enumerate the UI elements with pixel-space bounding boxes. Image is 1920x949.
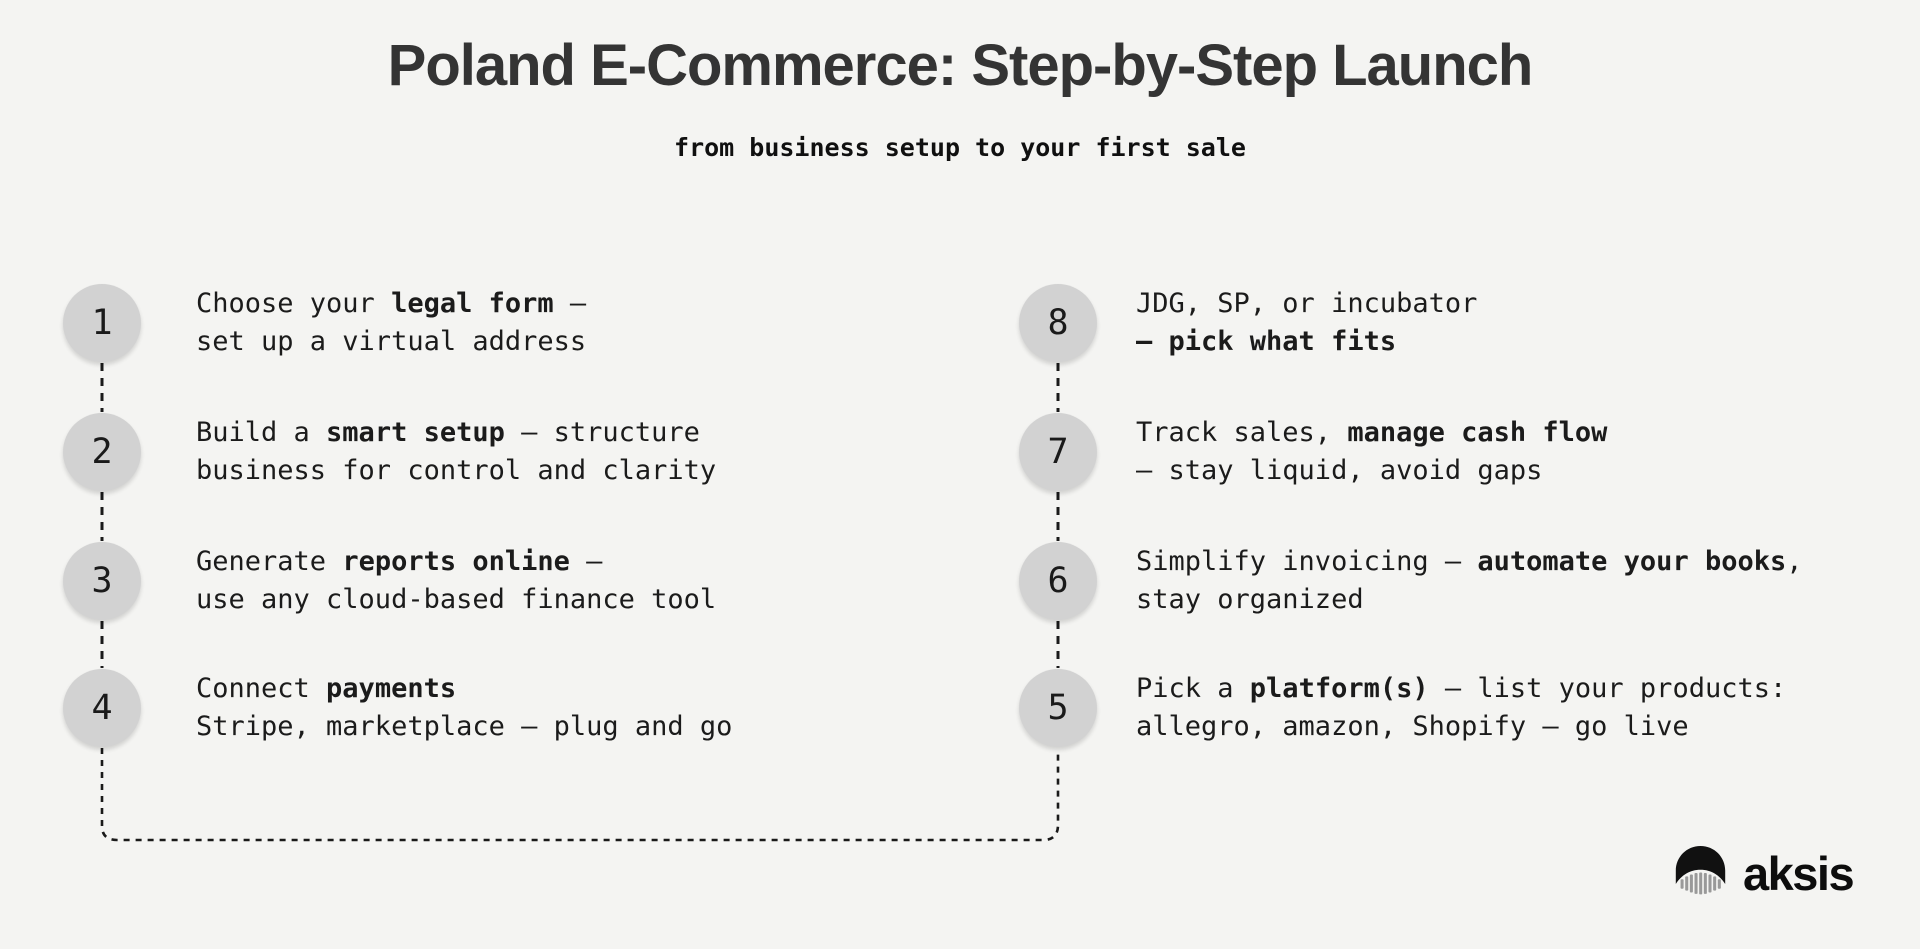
step-text-1: Choose your legal form — set up a virtual… <box>196 285 586 361</box>
step-text-5: Pick a platform(s) — list your products:… <box>1136 670 1786 746</box>
step-text-8: JDG, SP, or incubator — pick what fits <box>1136 285 1477 361</box>
step-text-6: Simplify invoicing — automate your books… <box>1136 543 1803 619</box>
step-text-line: business for control and clarity <box>196 455 717 486</box>
step-text-line: Stripe, marketplace — plug and go <box>196 711 733 742</box>
step-text-line: JDG, SP, or incubator <box>1136 288 1478 319</box>
step-circle-2: 2 <box>63 413 141 491</box>
step-circle-5: 5 <box>1019 669 1097 747</box>
step-circle-4: 4 <box>63 669 141 747</box>
step-text-line: Simplify invoicing — automate your books… <box>1136 546 1803 577</box>
step-text-3: Generate reports online — use any cloud-b… <box>196 543 716 619</box>
step-text-line: Choose your legal form — <box>196 288 587 319</box>
page-title: Poland E-Commerce: Step-by-Step Launch <box>387 33 1534 98</box>
step-text-line: use any cloud-based finance tool <box>196 584 717 615</box>
step-text-line: stay organized <box>1136 584 1364 615</box>
step-text-line: Generate reports online — <box>196 546 603 577</box>
brand-name: aksis <box>1743 847 1855 900</box>
step-text-2: Build a smart setup — structure business … <box>196 414 716 490</box>
step-text-line: allegro, amazon, Shopify — go live <box>1136 711 1689 742</box>
step-circle-6: 6 <box>1019 542 1097 620</box>
aksis-logo-icon <box>1675 845 1726 895</box>
step-text-line: Pick a platform(s) — list your products: <box>1136 673 1787 704</box>
step-text-line: Connect payments <box>196 673 457 704</box>
step-text-line: — stay liquid, avoid gaps <box>1136 455 1543 486</box>
page-subtitle: from business setup to your first sale <box>674 133 1246 162</box>
brand-logo: aksis <box>1672 843 1855 904</box>
step-circle-7: 7 <box>1019 413 1097 491</box>
step-text-line: — pick what fits <box>1136 326 1397 357</box>
step-text-line: Build a smart setup — structure <box>196 417 700 448</box>
step-circle-3: 3 <box>63 542 141 620</box>
step-circle-1: 1 <box>63 284 141 362</box>
step-text-7: Track sales, manage cash flow — stay liqu… <box>1136 414 1607 490</box>
step-text-line: set up a virtual address <box>196 326 587 357</box>
step-text-line: Track sales, manage cash flow <box>1136 417 1608 448</box>
step-circle-8: 8 <box>1019 284 1097 362</box>
